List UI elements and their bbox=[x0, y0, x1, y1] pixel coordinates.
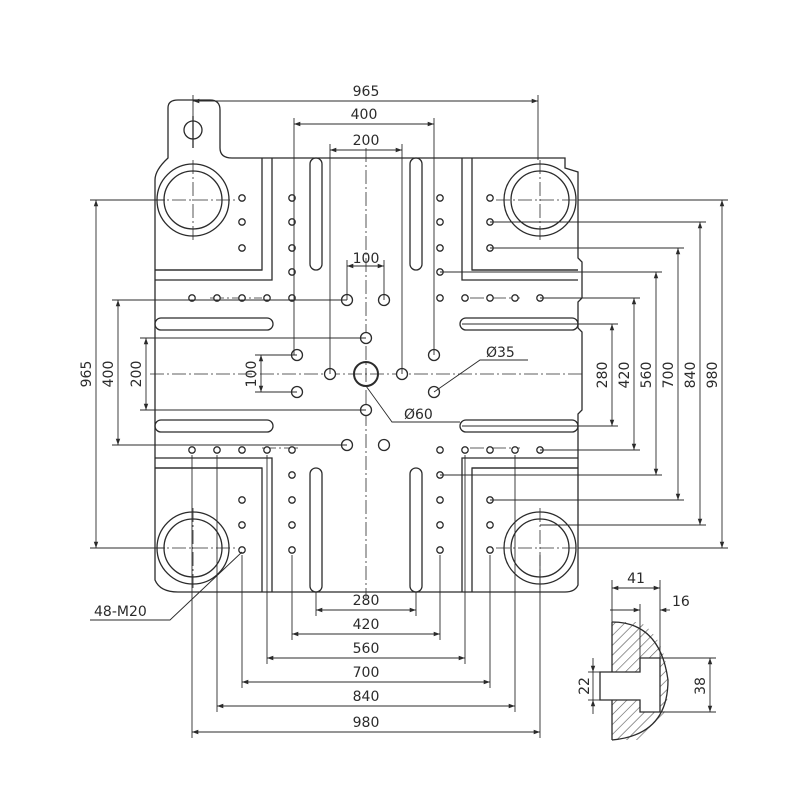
dim-bottom-840: 840 bbox=[353, 689, 380, 705]
phi35-label: Ø35 bbox=[486, 345, 515, 361]
dim-right-700: 700 bbox=[661, 362, 677, 389]
dim-left-200: 200 bbox=[129, 361, 145, 388]
dim-right-840: 840 bbox=[683, 362, 699, 389]
detail-38: 38 bbox=[693, 677, 709, 695]
phi60-label: Ø60 bbox=[404, 407, 433, 423]
platen-outline bbox=[154, 99, 583, 593]
dim-right-980: 980 bbox=[705, 362, 721, 389]
slot-section-detail bbox=[588, 580, 716, 741]
dim-bottom-420: 420 bbox=[353, 617, 380, 633]
tapped-holes bbox=[188, 194, 544, 554]
detail-22: 22 bbox=[577, 677, 593, 695]
dim-top-965: 965 bbox=[353, 84, 380, 100]
dim-right-280: 280 bbox=[595, 362, 611, 389]
dim-left-400: 400 bbox=[101, 361, 117, 388]
dim-bottom-700: 700 bbox=[353, 665, 380, 681]
dim-bottom-280: 280 bbox=[353, 593, 380, 609]
dim-top-400: 400 bbox=[351, 107, 378, 123]
central-holes bbox=[290, 293, 441, 452]
detail-16: 16 bbox=[672, 594, 690, 610]
dim-left-100: 100 bbox=[244, 361, 260, 388]
dim-right-560: 560 bbox=[639, 362, 655, 389]
dim-bottom-980: 980 bbox=[353, 715, 380, 731]
dim-right-420: 420 bbox=[617, 362, 633, 389]
thread-label: 48-M20 bbox=[94, 604, 147, 620]
dim-center-100: 100 bbox=[353, 251, 380, 267]
dim-top-200: 200 bbox=[353, 133, 380, 149]
dim-bottom-560: 560 bbox=[353, 641, 380, 657]
detail-41: 41 bbox=[627, 571, 645, 587]
dim-left-965: 965 bbox=[79, 361, 95, 388]
